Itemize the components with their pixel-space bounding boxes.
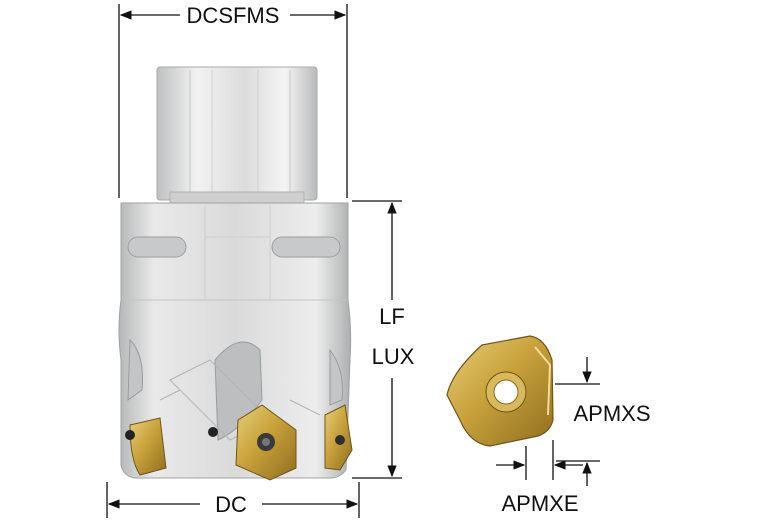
milling-cutter <box>118 66 353 481</box>
shank <box>156 66 318 201</box>
cutter-insert-left <box>125 417 167 476</box>
chip-flute <box>214 341 263 441</box>
insert-detail <box>446 335 554 447</box>
dimension-lf-lux <box>352 200 402 479</box>
dimension-dc <box>106 482 360 518</box>
label-dc: DC <box>215 492 247 517</box>
cutter-insert-right <box>324 404 353 471</box>
coolant-slot-right <box>271 236 341 258</box>
cutter-insert-center <box>208 404 297 481</box>
coolant-slot-left <box>127 236 187 258</box>
label-lf: LF <box>379 304 405 329</box>
dimension-apmxe <box>496 440 583 480</box>
dimension-dcsfms <box>118 4 348 198</box>
label-apmxe: APMXE <box>501 491 578 516</box>
label-dcsfms: DCSFMS <box>187 3 280 28</box>
cutter-body <box>118 202 352 479</box>
label-apmxs: APMXS <box>573 401 650 426</box>
label-lux: LUX <box>372 344 415 369</box>
